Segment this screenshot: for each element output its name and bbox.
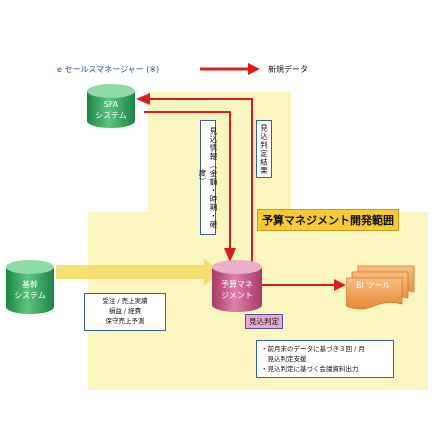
budget-to-sfa-arrowhead <box>136 93 150 105</box>
core-to-budget-arrow <box>56 258 220 286</box>
sfa-to-budget-arrowhead <box>224 248 236 262</box>
budget-to-bi-arrow <box>262 279 346 291</box>
document-stack-icon <box>345 265 415 310</box>
cylinder-icon <box>6 260 54 314</box>
new-data-legend-arrow <box>200 63 260 75</box>
feature-item: ・見込判定に基づく会議資料出力 <box>261 365 359 373</box>
forecast-result-box: 見込判定結果 <box>256 120 272 178</box>
core-data-box: 受注 / 売上実績 損益 / 経費 保守売上予測 <box>84 293 166 331</box>
core-label: 基幹 システム <box>14 280 46 300</box>
budget-to-sfa-arrow <box>148 98 253 262</box>
sfa-label: SFA システム <box>95 100 127 120</box>
feature-item: ・前月末のデータに基づき３回 / 月 <box>261 345 365 353</box>
bi-label: BI ツール <box>356 281 391 290</box>
sfa-to-budget-arrow <box>144 111 231 250</box>
features-box: ・前月末のデータに基づき３回 / 月 見込判定支援 ・見込判定に基づく会議資料出… <box>256 340 394 378</box>
product-label: e セールスマネージャー (※) <box>57 65 160 74</box>
cylinder-icon <box>87 84 135 128</box>
bi-tool[interactable]: BI ツール <box>345 264 416 312</box>
scope-title: 予算マネジメント開発範囲 <box>257 209 399 231</box>
feature-item: 見込判定支援 <box>261 355 307 363</box>
sfa-system[interactable]: SFA システム <box>86 83 136 129</box>
core-system[interactable]: 基幹 システム <box>5 259 55 315</box>
core-data-item: 保守売上予測 <box>105 317 145 325</box>
budget-label: 予算マネ ジメント <box>221 280 253 300</box>
cylinder-icon <box>212 260 262 312</box>
forecast-tag: 見込判定 <box>245 314 283 329</box>
new-data-label: 新規データ <box>268 65 308 74</box>
forecast-info-box: 見込情報（金額・時期・確度） <box>198 120 218 235</box>
budget-system[interactable]: 予算マネ ジメント <box>211 259 263 313</box>
core-data-item: 受注 / 売上実績 <box>102 297 148 305</box>
core-data-item: 損益 / 経費 <box>108 307 142 315</box>
